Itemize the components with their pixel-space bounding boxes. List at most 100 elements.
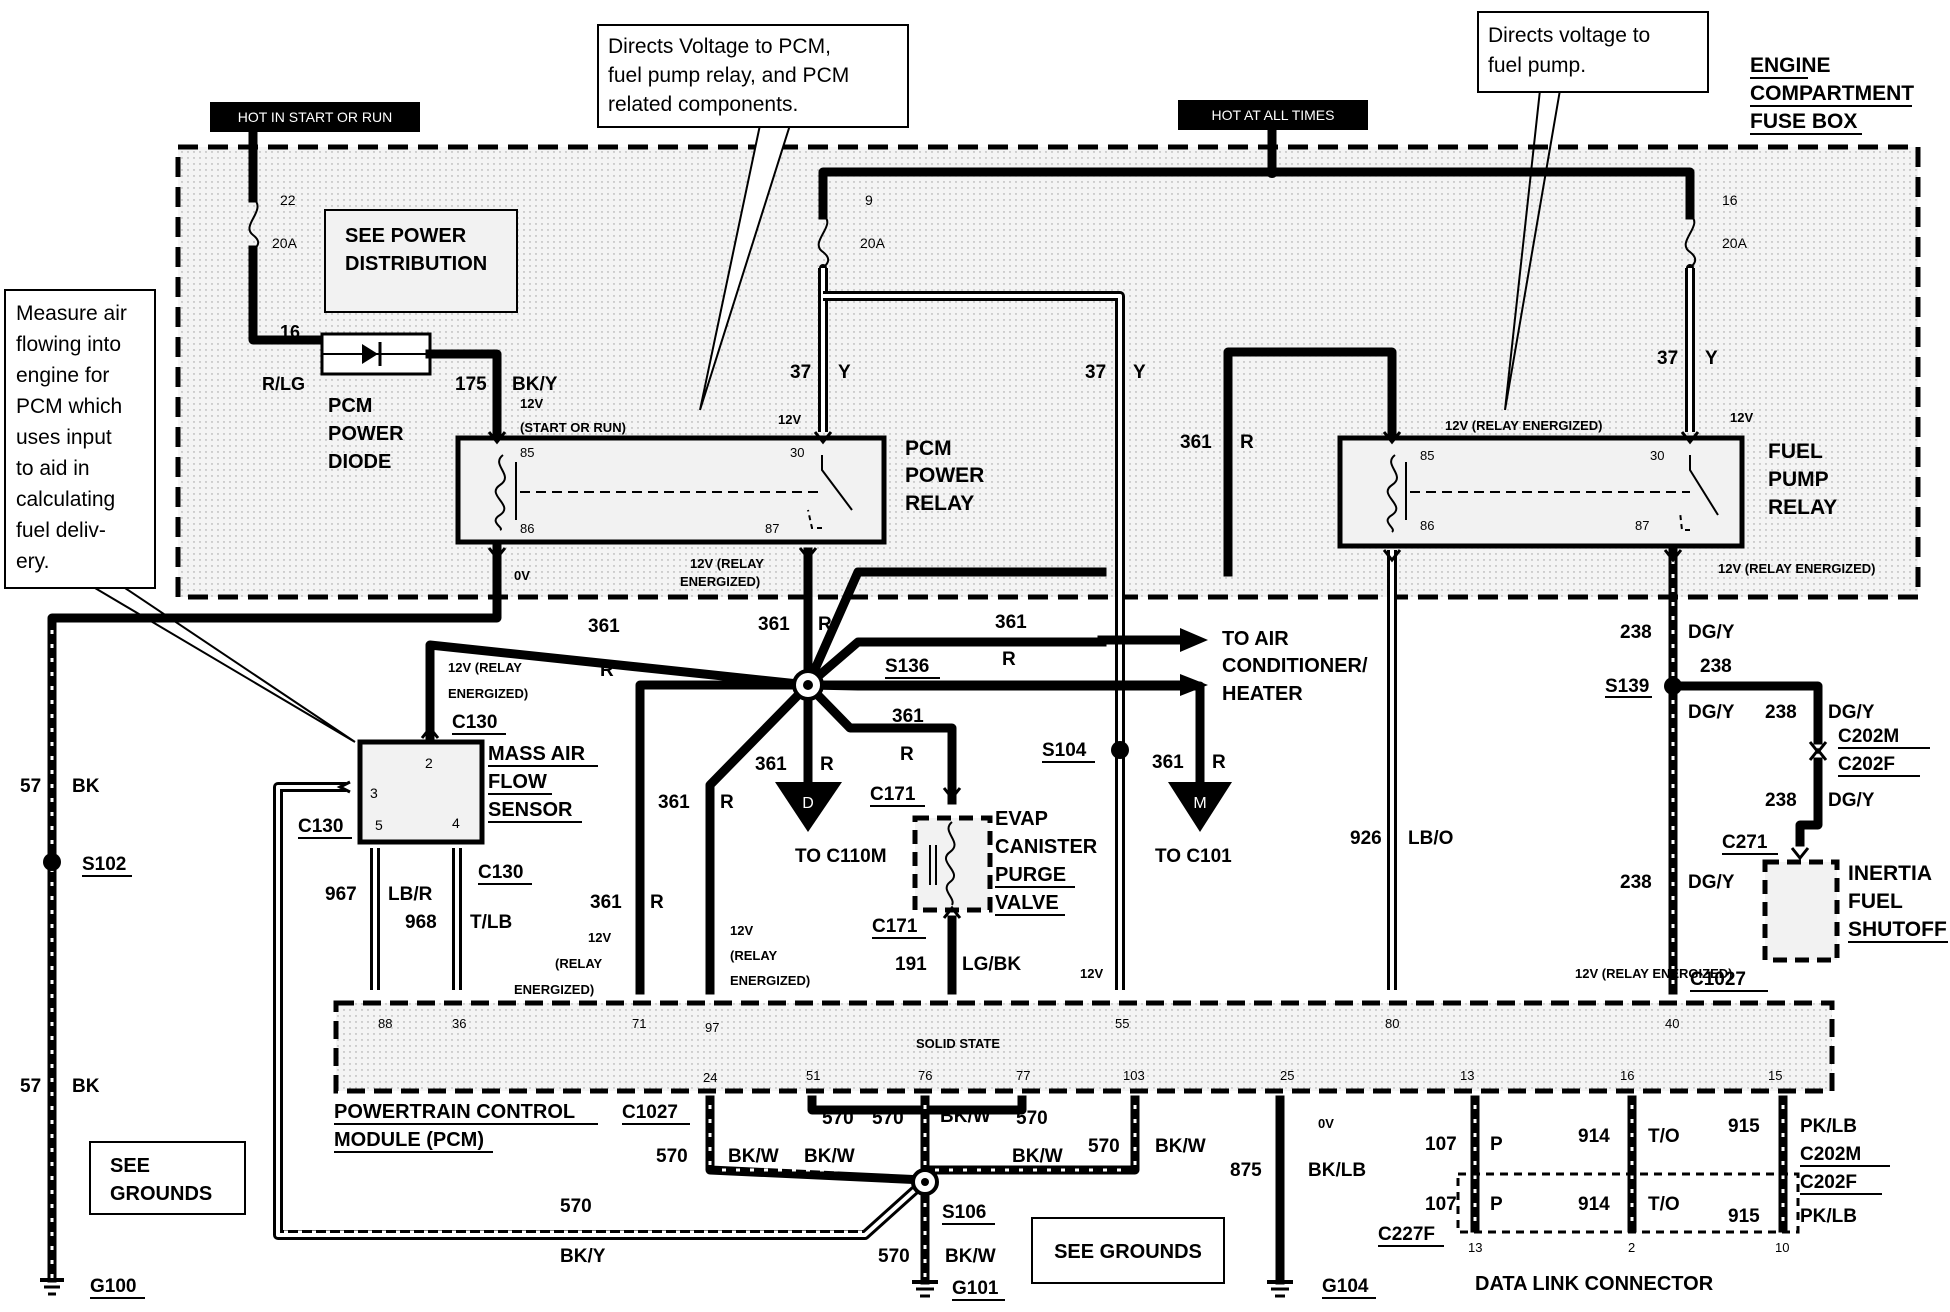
svg-text:fuel deliv-: fuel deliv- [16, 519, 106, 542]
svg-text:RELAY: RELAY [1768, 496, 1837, 519]
svg-text:G101: G101 [952, 1278, 999, 1299]
svg-text:86: 86 [520, 521, 534, 536]
svg-text:M: M [1193, 795, 1206, 812]
svg-text:77: 77 [1016, 1068, 1030, 1083]
svg-text:TO AIR: TO AIR [1222, 628, 1289, 650]
svg-text:CANISTER: CANISTER [995, 836, 1098, 858]
circuit-238-e: 238 [1765, 790, 1797, 811]
svg-text:PCM which: PCM which [16, 395, 122, 418]
see-grounds-mid: SEE GROUNDS [1031, 1217, 1225, 1284]
circuit-191: 191 [895, 954, 927, 975]
svg-text:16: 16 [1620, 1068, 1634, 1083]
svg-text:ENGINE: ENGINE [1750, 54, 1831, 77]
hot-start-run-tag [210, 102, 420, 132]
fuel-pump-relay-label: FUEL PUMP RELAY [1768, 440, 1837, 519]
circuit-570-a: 570 [822, 1108, 854, 1129]
svg-text:TO C101: TO C101 [1155, 846, 1232, 867]
svg-text:97: 97 [705, 1020, 719, 1035]
circuit-57-b: 57 [20, 1076, 41, 1097]
svg-text:24: 24 [703, 1070, 717, 1085]
connector-c130-b: C130 [298, 816, 343, 837]
svg-text:POWER: POWER [328, 423, 404, 445]
svg-text:Directs voltage to: Directs voltage to [1488, 24, 1650, 47]
callout-maf: Measure air flowing into engine for PCM … [4, 289, 356, 743]
voltage-relay-paren-b: (RELAY [730, 948, 778, 963]
svg-text:COMPARTMENT: COMPARTMENT [1750, 82, 1914, 105]
svg-text:POWERTRAIN CONTROL: POWERTRAIN CONTROL [334, 1101, 575, 1123]
circuit-107-b: 107 [1425, 1194, 1457, 1215]
svg-text:76: 76 [918, 1068, 932, 1083]
svg-text:uses input: uses input [16, 426, 112, 449]
hot-start-run-label: HOT IN START OR RUN [238, 109, 393, 125]
splice-s104-dot [1111, 741, 1129, 759]
circuit-r-c: R [818, 614, 832, 635]
circuit-926: 926 [1350, 828, 1382, 849]
voltage-relay-energized-a: 12V (RELAY ENERGIZED) [1445, 418, 1603, 433]
splice-s104: S104 [1042, 740, 1087, 761]
circuit-dg-y-e: DG/Y [1828, 790, 1875, 811]
circuit-361-f: 361 [1152, 752, 1184, 773]
svg-text:30: 30 [1650, 448, 1664, 463]
svg-text:MODULE (PCM): MODULE (PCM) [334, 1129, 484, 1151]
circuit-t-o-b: T/O [1648, 1194, 1680, 1215]
circuit-r-b: R [600, 660, 614, 681]
circuit-bk-a: BK [72, 776, 100, 797]
circuit-bk-b: BK [72, 1076, 100, 1097]
circuit-361-h: 361 [658, 792, 690, 813]
powertrain-control-module: SOLID STATE 88 36 71 97 55 80 40 24 51 7… [333, 1000, 1835, 1094]
svg-text:SEE GROUNDS: SEE GROUNDS [1054, 1241, 1202, 1263]
voltage-energized-d: ENERGIZED) [730, 973, 810, 988]
svg-text:30: 30 [790, 445, 804, 460]
connector-c1027-a: C1027 [1690, 969, 1746, 990]
svg-text:86: 86 [1420, 518, 1434, 533]
voltage-12v: 12V [520, 396, 543, 411]
circuit-pk-lb-b: PK/LB [1800, 1206, 1857, 1227]
voltage-relay-l1-a: 12V (RELAY [690, 556, 764, 571]
voltage-relay-paren-a: (RELAY [555, 956, 603, 971]
svg-text:Directs Voltage to PCM,: Directs Voltage to PCM, [608, 35, 831, 58]
connector-c130-a: C130 [452, 712, 497, 733]
svg-text:2: 2 [425, 755, 433, 771]
voltage-start-run: (START OR RUN) [520, 420, 626, 435]
circuit-bk-w-e: BK/W [1155, 1136, 1206, 1157]
callout-fuel-pump: Directs voltage to fuel pump. [1477, 11, 1709, 411]
circuit-570-e: 570 [1088, 1136, 1120, 1157]
to-ac-heater: TO AIR CONDITIONER/ HEATER [1222, 628, 1368, 705]
svg-text:36: 36 [452, 1016, 466, 1031]
circuit-r-a: R [1240, 432, 1254, 453]
svg-text:EVAP: EVAP [995, 808, 1048, 830]
svg-text:PURGE: PURGE [995, 864, 1066, 886]
voltage-energized-b: ENERGIZED) [448, 686, 528, 701]
svg-text:TO C110M: TO C110M [795, 846, 887, 867]
connector-c130-c: C130 [478, 862, 523, 883]
voltage-0v: 0V [514, 568, 530, 583]
circuit-175: 175 [455, 374, 487, 395]
circuit-bk-w-f: BK/W [945, 1246, 996, 1267]
svg-text:PCM: PCM [905, 437, 952, 460]
circuit-r-lg: R/LG [262, 374, 305, 394]
connector-c227f: C227F [1378, 1224, 1435, 1245]
svg-text:55: 55 [1115, 1016, 1129, 1031]
svg-text:20A: 20A [272, 235, 298, 251]
splice-s139: S139 [1605, 676, 1649, 697]
svg-text:51: 51 [806, 1068, 820, 1083]
circuit-238-a: 238 [1620, 622, 1652, 643]
voltage-0v-b: 0V [1318, 1116, 1334, 1131]
fuse-22: 22 20A [248, 192, 298, 254]
circuit-r-e: R [820, 754, 834, 775]
svg-text:G104: G104 [1322, 1276, 1369, 1297]
svg-text:SEE: SEE [110, 1155, 150, 1177]
svg-text:CONDITIONER/: CONDITIONER/ [1222, 655, 1368, 677]
pcm-power-relay: 85 86 30 87 [455, 435, 887, 545]
circuit-238-d: 238 [1620, 872, 1652, 893]
svg-text:87: 87 [1635, 518, 1649, 533]
voltage-relay-energized-b: 12V (RELAY ENERGIZED) [1718, 561, 1876, 576]
circuit-dg-y-c: DG/Y [1828, 702, 1875, 723]
circuit-361-b: 361 [588, 616, 620, 637]
circuit-r-g: R [900, 744, 914, 765]
circuit-361-e: 361 [755, 754, 787, 775]
circuit-r-i: R [650, 892, 664, 913]
circuit-dg-y-a: DG/Y [1688, 622, 1735, 643]
pcm-label: POWERTRAIN CONTROL MODULE (PCM) [334, 1101, 598, 1153]
circuit-bk-y-loop: BK/Y [560, 1246, 606, 1267]
